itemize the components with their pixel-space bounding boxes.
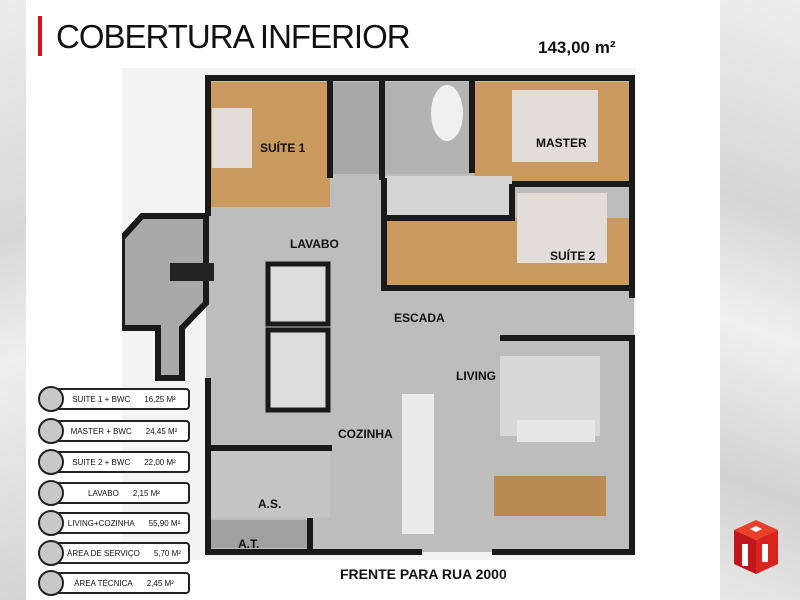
- legend-area: 2,15 M²: [132, 488, 160, 498]
- room-label-suite2: SUÍTE 2: [550, 249, 596, 263]
- legend-name: SUITE 2 + BWC: [72, 457, 131, 467]
- room-label-suite1: SUÍTE 1: [260, 141, 306, 155]
- legend-area: 2,45 M²: [146, 578, 174, 588]
- legend-bullet-icon: [38, 570, 64, 596]
- stairwell: [119, 213, 209, 381]
- suite1-bed: [212, 108, 252, 168]
- legend-name: MASTER + BWC: [70, 426, 132, 436]
- floor-plan-drawing: [119, 68, 636, 560]
- legend-area: 55,90 M²: [148, 518, 181, 528]
- sofa: [517, 420, 595, 442]
- legend-item: SUITE 2 + BWC 22,00 M²: [38, 449, 198, 475]
- room-label-at: A.T.: [238, 537, 260, 551]
- legend-name: ÁREA TÉCNICA: [74, 578, 133, 588]
- legend-area: 22,00 M²: [144, 457, 176, 467]
- legend-name: SUITE 1 + BWC: [72, 394, 131, 404]
- legend-item: SUITE 1 + BWC 16,25 M²: [38, 386, 198, 412]
- dining-table: [494, 476, 606, 516]
- legend-item: MASTER + BWC 24,45 M²: [38, 418, 198, 444]
- stair-void: [170, 263, 214, 281]
- legend-area: 5,70 M²: [153, 548, 181, 558]
- legend-bullet-icon: [38, 449, 64, 475]
- page-title: COBERTURA INFERIOR: [56, 18, 411, 55]
- walls: [205, 75, 635, 555]
- room-label-living: LIVING: [456, 369, 497, 383]
- legend-area: 24,45 M²: [145, 426, 178, 436]
- legend-name: LAVABO: [88, 488, 119, 498]
- room-label-escada: ESCADA: [394, 311, 445, 325]
- elevator-2: [265, 327, 331, 413]
- legend-item: ÁREA TÉCNICA 2,45 M²: [38, 570, 198, 596]
- master-bed: [512, 90, 598, 162]
- room-label-master: MASTER: [536, 136, 587, 150]
- floor-plan: SUÍTE 1 MASTER LAVABO SUÍTE 2 ESCADA LIV…: [119, 68, 636, 560]
- room-label-as: A.S.: [258, 497, 282, 511]
- bathtub: [431, 85, 463, 141]
- elevator-1: [265, 261, 331, 327]
- legend-bullet-icon: [38, 510, 64, 536]
- legend-bullet-icon: [38, 540, 64, 566]
- brand-logo-icon: [734, 520, 778, 574]
- legend-item: LAVABO 2,15 M²: [38, 480, 198, 506]
- kitchen-island: [402, 394, 434, 534]
- marble-background-left: [0, 0, 26, 600]
- room-label-lavabo: LAVABO: [290, 237, 339, 251]
- legend-name: ÁREA DE SERVIÇO: [67, 548, 140, 558]
- street-label: FRENTE PARA RUA 2000: [340, 566, 507, 582]
- legend-item: ÁREA DE SERVIÇO 5,70 M²: [38, 540, 198, 566]
- marble-background-right: [720, 0, 800, 600]
- legend-name: LIVING+COZINHA: [67, 518, 135, 528]
- suite2-bed: [517, 193, 607, 263]
- legend-bullet-icon: [38, 386, 64, 412]
- title-accent-bar: [38, 16, 42, 56]
- legend-item: LIVING+COZINHA 55,90 M²: [38, 510, 198, 536]
- legend-bullet-icon: [38, 480, 64, 506]
- total-area: 143,00 m²: [538, 38, 616, 57]
- legend-area: 16,25 M²: [144, 394, 176, 404]
- room-label-cozinha: COZINHA: [338, 427, 393, 441]
- legend-bullet-icon: [38, 418, 64, 444]
